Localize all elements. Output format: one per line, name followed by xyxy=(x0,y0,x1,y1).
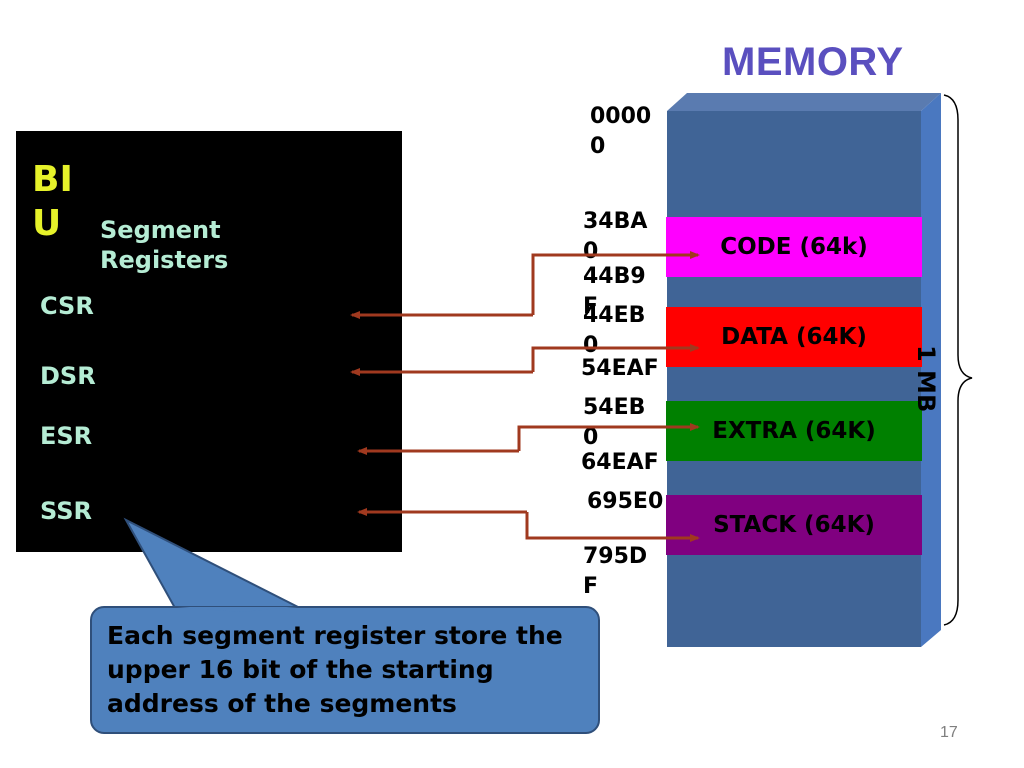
biu-box xyxy=(16,131,402,552)
address-stack-start: 695E0 xyxy=(587,489,664,514)
register-ssr: SSR xyxy=(40,497,92,525)
segment-stack: STACK (64K) xyxy=(666,495,922,555)
callout-box xyxy=(90,606,600,734)
address-data-end: 54EAF xyxy=(581,356,659,381)
segment-code: CODE (64k) xyxy=(666,217,922,277)
segment-data: DATA (64K) xyxy=(666,307,922,367)
arrow-code-right xyxy=(531,251,700,315)
register-csr: CSR xyxy=(40,292,94,320)
address-extra-end: 64EAF xyxy=(581,450,659,475)
callout-text: Each segment register store the upper 16… xyxy=(107,621,563,718)
memory-title: MEMORY xyxy=(722,40,904,84)
page-number: 17 xyxy=(940,724,958,741)
register-esr: ESR xyxy=(40,422,93,450)
register-dsr: DSR xyxy=(40,362,96,390)
arrow-stack-right xyxy=(525,512,700,542)
segment-registers-label: Segment Registers xyxy=(100,216,229,274)
address-data-start: 44EB 0 xyxy=(583,303,646,358)
address-code-start: 34BA 0 xyxy=(583,209,648,264)
address-stack-end: 795D F xyxy=(583,544,648,599)
arrow-extra-right xyxy=(517,423,700,451)
arrow-data-right xyxy=(531,344,700,372)
biu-label: BI U xyxy=(32,159,73,244)
segment-extra: EXTRA (64K) xyxy=(666,401,922,461)
address-code-end: 44B9 F xyxy=(583,264,646,319)
brace-icon xyxy=(943,94,973,626)
memory-block-top xyxy=(667,93,941,111)
address-start: 0000 0 xyxy=(590,104,652,159)
memory-block xyxy=(667,111,921,647)
address-extra-start: 54EB 0 xyxy=(583,395,646,450)
memory-block-side xyxy=(921,93,941,647)
